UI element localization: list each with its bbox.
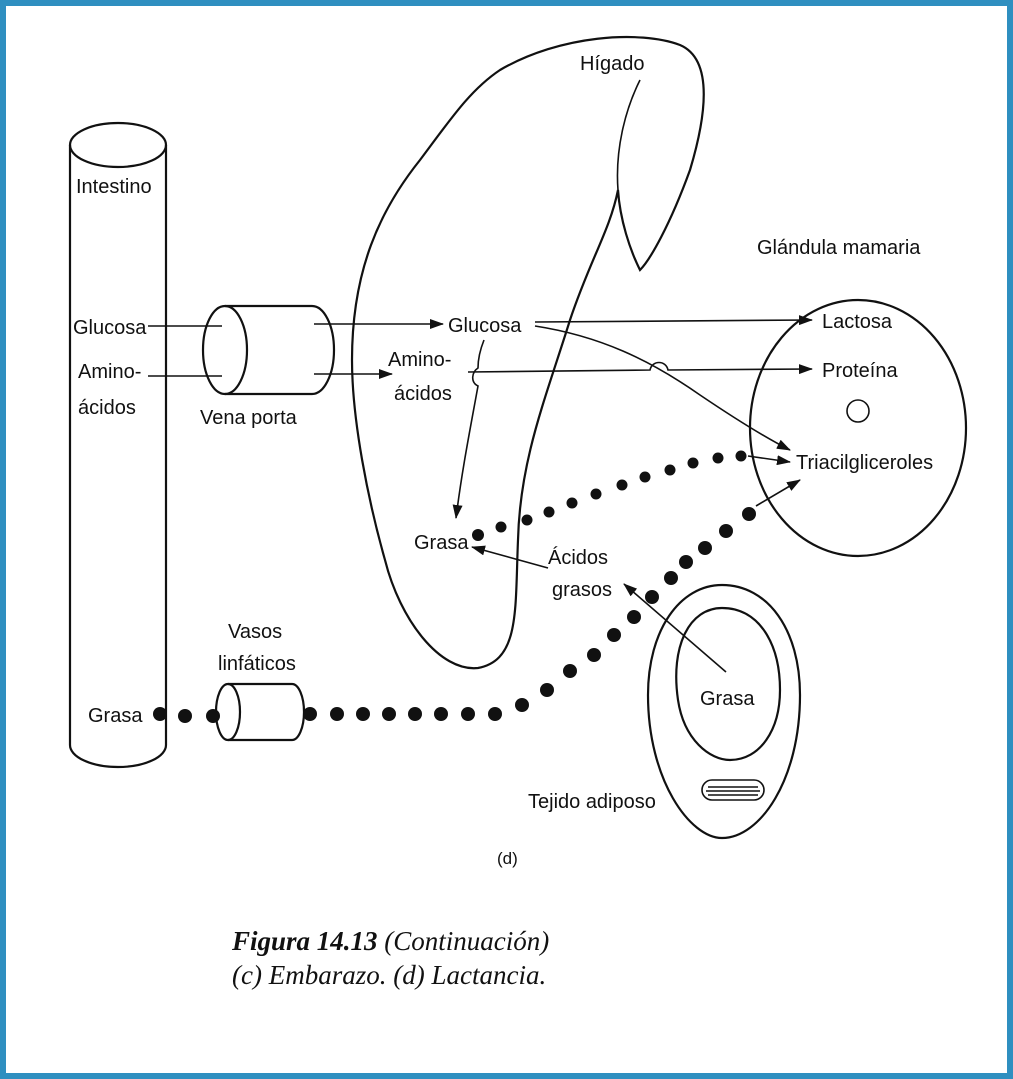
mammary-duct bbox=[847, 400, 869, 422]
label-grasa-intestine: Grasa bbox=[88, 705, 143, 727]
arrow-adipose-to-acidos bbox=[624, 584, 726, 672]
figure-caption-line-2: (c) Embarazo. (d) Lactancia. bbox=[232, 960, 546, 990]
mammary-gland-outline bbox=[750, 300, 966, 556]
label-triacilgliceroles: Triacilgliceroles bbox=[796, 452, 933, 474]
label-vena-porta: Vena porta bbox=[200, 407, 298, 429]
label-higado: Hígado bbox=[580, 53, 645, 75]
arrow-glucosa-to-grasa bbox=[456, 340, 484, 518]
label-tejido-adiposo: Tejido adiposo bbox=[528, 791, 656, 813]
label-vasos: Vasos bbox=[228, 621, 282, 643]
label-glucosa-liver: Glucosa bbox=[448, 315, 522, 337]
arrow-glucosa-to-triacil bbox=[535, 326, 790, 450]
arrow-glucosa-to-lactosa bbox=[535, 320, 812, 322]
figure-caption-line-1: Figura 14.13 (Continuación) bbox=[231, 926, 549, 956]
label-grasa-adipose: Grasa bbox=[700, 688, 755, 710]
label-grasa-liver: Grasa bbox=[414, 532, 469, 554]
liver-lobe-line bbox=[617, 80, 640, 190]
label-glucosa-intestine: Glucosa bbox=[73, 317, 147, 339]
label-intestino: Intestino bbox=[76, 176, 152, 198]
arrow-dots-to-triacil-bottom bbox=[756, 480, 800, 506]
label-acidos: Ácidos bbox=[548, 546, 608, 569]
caption-figure-number: Figura 14.13 bbox=[231, 926, 378, 956]
vena-porta-cylinder bbox=[203, 306, 334, 394]
intestine-tube bbox=[70, 123, 166, 767]
dotted-path-liver-to-gland bbox=[472, 451, 747, 542]
label-lactosa: Lactosa bbox=[822, 311, 893, 333]
lymph-vessel-cylinder bbox=[216, 684, 304, 740]
label-amino-liver-1: Amino- bbox=[388, 349, 451, 371]
label-glandula-mamaria: Glándula mamaria bbox=[757, 237, 921, 259]
label-amino-intestine-1: Amino- bbox=[78, 361, 141, 383]
arrow-acidos-to-grasa bbox=[472, 547, 548, 568]
label-linfaticos: linfáticos bbox=[218, 653, 296, 675]
label-panel-d: (d) bbox=[497, 849, 518, 868]
caption-continuation: (Continuación) bbox=[378, 926, 550, 956]
label-proteina: Proteína bbox=[822, 360, 898, 382]
label-grasos: grasos bbox=[552, 579, 612, 601]
adipose-tissue bbox=[648, 585, 800, 838]
label-amino-intestine-2: ácidos bbox=[78, 397, 136, 419]
label-amino-liver-2: ácidos bbox=[394, 383, 452, 405]
